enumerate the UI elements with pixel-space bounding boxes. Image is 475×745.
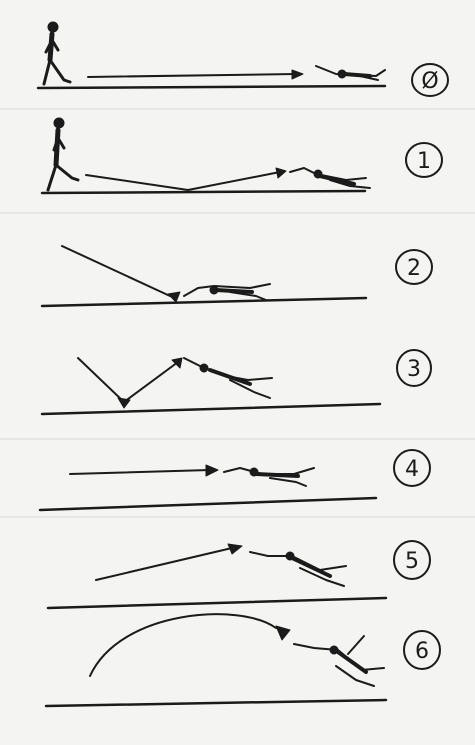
panel-1-label: 1 <box>417 149 431 174</box>
ground-line <box>40 498 376 510</box>
ground-line <box>42 191 365 193</box>
lying-figure <box>184 284 270 300</box>
arrow-line <box>86 172 280 190</box>
panel-5: 5 <box>48 541 430 608</box>
panel-0-label: Ø <box>421 69 438 94</box>
panel-2-number: 2 <box>396 250 432 284</box>
panel-3: 3 <box>42 350 431 414</box>
standing-figure <box>48 118 78 190</box>
panel-4-label: 4 <box>405 457 419 482</box>
arrow-head <box>292 70 303 79</box>
ground-line <box>48 598 386 608</box>
standing-figure <box>44 22 70 84</box>
ground-line <box>38 86 385 88</box>
panel-2: 2 <box>42 246 432 306</box>
lying-figure <box>224 468 314 486</box>
panel-5-number: 5 <box>394 541 430 579</box>
panel-2-label: 2 <box>407 256 421 281</box>
panel-1-number: 1 <box>406 143 442 177</box>
lying-figure <box>184 358 272 398</box>
arrow-line <box>96 548 232 580</box>
panel-6-label: 6 <box>415 639 429 664</box>
bounce-line <box>78 358 178 402</box>
panel-0-number: Ø <box>412 64 448 96</box>
panel-6: 6 <box>46 614 440 706</box>
arrow-head <box>276 626 290 640</box>
panel-6-number: 6 <box>404 631 440 669</box>
ground-line <box>46 700 386 706</box>
panel-3-label: 3 <box>407 357 421 382</box>
panel-3-number: 3 <box>397 350 431 386</box>
diagonal-line <box>62 246 170 296</box>
panel-4: 4 <box>40 450 430 510</box>
lying-figure <box>290 168 370 188</box>
arrow-line <box>88 74 296 77</box>
panel-5-label: 5 <box>405 549 419 574</box>
panel-0: Ø <box>38 22 448 96</box>
diving-figure <box>294 636 384 686</box>
arc-line <box>90 614 276 676</box>
arrow-head <box>168 292 180 302</box>
arrow-head <box>276 168 286 178</box>
ground-line <box>42 298 366 306</box>
arrow-head <box>206 465 218 476</box>
panel-1: 1 <box>42 118 442 193</box>
panel-4-number: 4 <box>394 450 430 486</box>
arrow-line <box>70 470 210 474</box>
bounce-mark <box>118 398 130 408</box>
ground-line <box>42 404 380 414</box>
arrow-head <box>228 544 242 554</box>
diving-figure <box>250 552 346 586</box>
lying-figure <box>316 66 385 80</box>
